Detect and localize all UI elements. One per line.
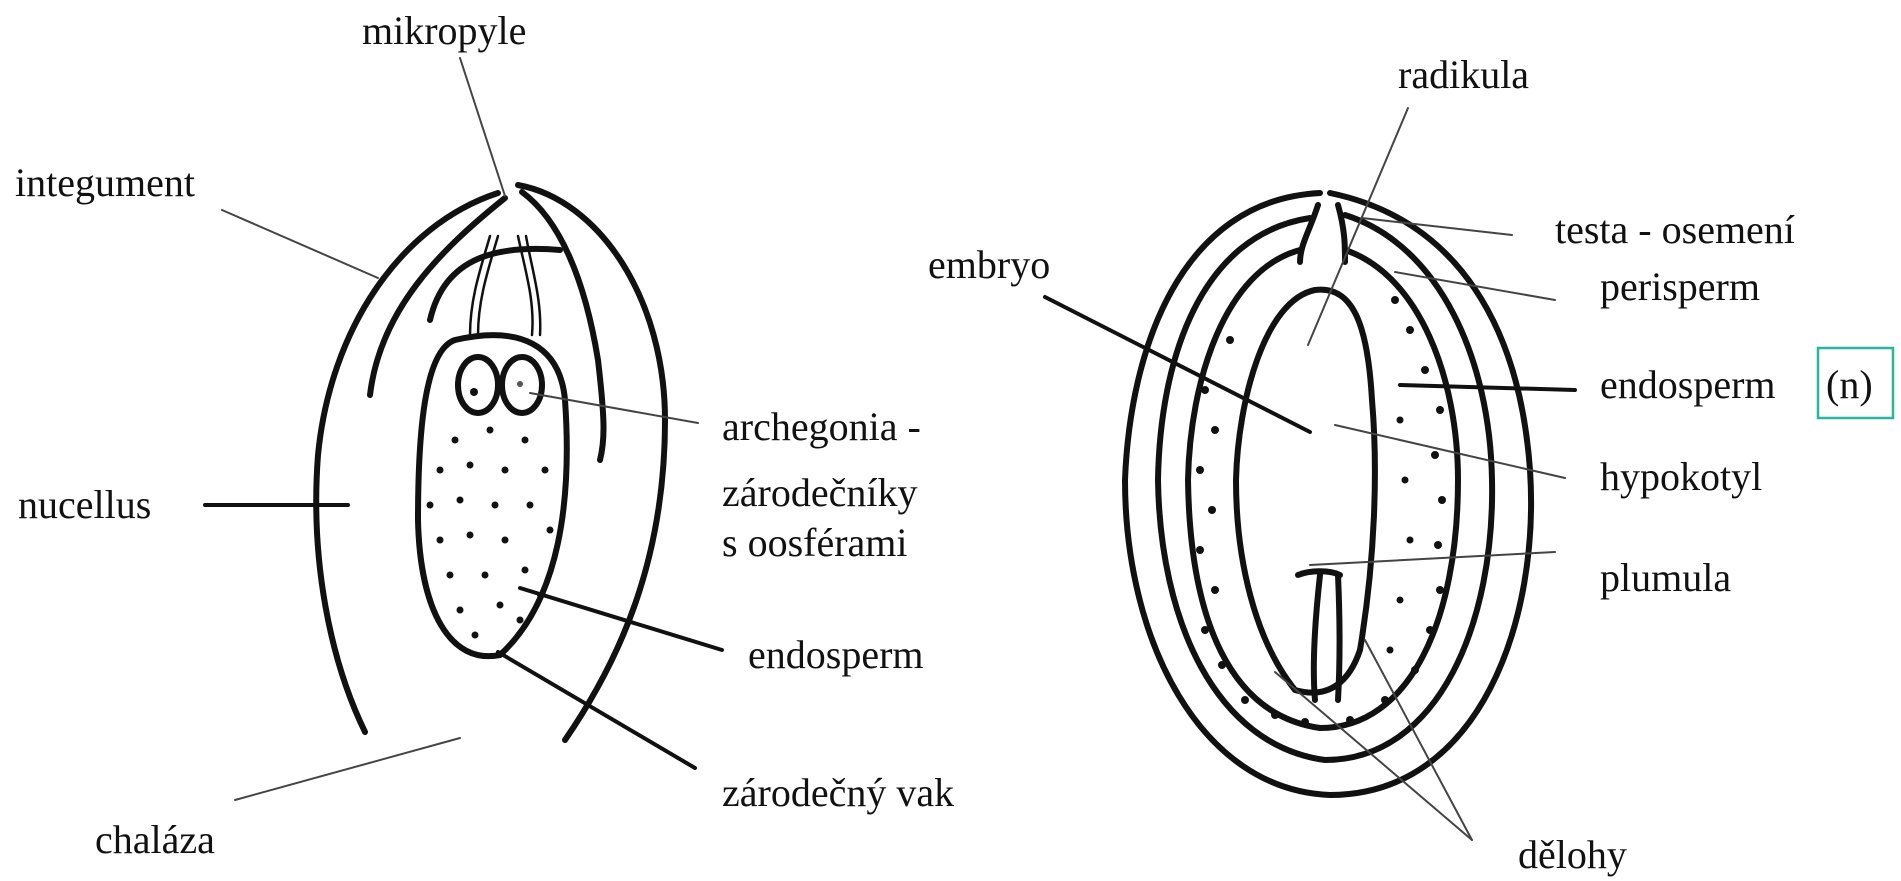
label-nucellus: nucellus [18,482,151,527]
label-testa: testa - osemení [1555,207,1795,252]
label-delohy: dělohy [1518,832,1627,877]
label-integument: integument [15,160,195,205]
label-archegonia-2: zárodečníky [722,470,917,515]
seed-diagram [1045,108,1575,840]
seed-endosperm-boundary [1188,250,1458,728]
seed-endosperm-stipple [1196,296,1446,726]
label-radikula: radikula [1398,52,1529,97]
label-mikropyle: mikropyle [362,8,526,53]
ovule-archegonium-left [458,357,498,413]
ovule-integument-outer-right [518,185,665,740]
label-chalaza: chaláza [95,817,215,862]
label-perisperm: perisperm [1600,264,1760,309]
seed-embryo [1236,290,1375,693]
label-archegonia-3: s oosférami [722,520,908,565]
label-plumula: plumula [1600,555,1731,600]
ovule-integument-inner-right [522,192,604,460]
ovule-diagram [205,58,722,800]
label-hypokotyl: hypokotyl [1600,454,1762,499]
label-zarodecny-vak: zárodečný vak [722,770,954,815]
label-ploidy: (n) [1826,362,1873,407]
label-seed-endosperm: endosperm [1600,362,1776,407]
label-ovule-endosperm: endosperm [748,632,924,677]
seed-perisperm [1158,215,1492,760]
label-embryo: embryo [928,242,1050,287]
label-archegonia-1: archegonia - [722,404,921,449]
